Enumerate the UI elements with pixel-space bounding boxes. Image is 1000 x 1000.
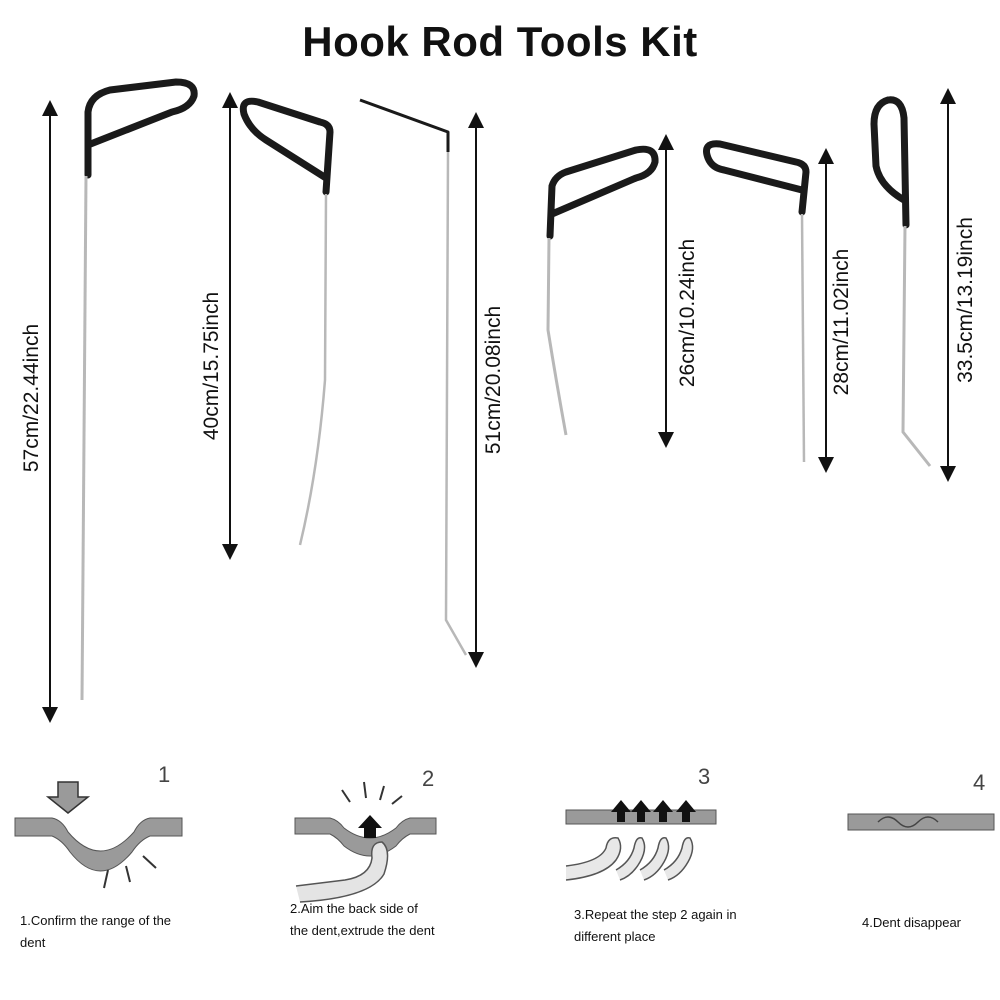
rod-shaft [298, 193, 328, 546]
step-3-caption: 3.Repeat the step 2 again in different p… [574, 904, 737, 948]
page-title: Hook Rod Tools Kit [302, 18, 698, 65]
rod-shaft [901, 225, 932, 467]
step-1-number: 1 [158, 762, 171, 787]
hook-rod-5 [703, 140, 834, 473]
rod-shaft [80, 175, 88, 701]
step-1-caption: 1.Confirm the range of the dent [20, 910, 171, 954]
hook-rod-2 [222, 92, 334, 560]
rod-handle-icon [546, 145, 659, 240]
caption-line: 1.Confirm the range of the [20, 913, 172, 928]
tool-5-dimension: 28cm/11.02inch [830, 248, 853, 396]
caption-line: 3.Repeat the step 2 again in [574, 907, 737, 922]
caption-line: different place [574, 929, 656, 944]
dent-panel [294, 817, 437, 857]
hook-rod-4 [546, 134, 674, 448]
tool-2-dimension: 40cm/15.75inch [200, 291, 223, 441]
rod-shaft [444, 151, 468, 656]
up-arrow-icon [676, 800, 696, 822]
step-4-illustration [847, 813, 995, 831]
down-arrow-icon [45, 781, 91, 814]
step-3-number: 3 [698, 764, 711, 789]
rod-handle-icon [359, 98, 450, 152]
rod-handle-icon [84, 78, 198, 179]
tool-4-dimension: 26cm/10.24inch [676, 238, 699, 388]
caption-line: dent [20, 935, 46, 950]
step-3-illustration [565, 800, 717, 881]
up-arrow-icon [653, 800, 673, 822]
step-1-illustration [14, 781, 183, 889]
caption-line: 2.Aim the back side of [290, 901, 418, 916]
tool-6-dimension: 33.5cm/13.19inch [954, 217, 977, 383]
step-2-caption: 2.Aim the back side of the dent,extrude … [290, 898, 435, 942]
caption-line: the dent,extrude the dent [290, 923, 435, 938]
tool-3-dimension: 51cm/20.08inch [482, 305, 505, 455]
caption-line: 4.Dent disappear [862, 915, 962, 930]
up-arrow-icon [358, 815, 382, 838]
hook-rod-6 [870, 88, 956, 482]
hook-tool-tip [295, 841, 389, 903]
up-arrow-icon [631, 800, 651, 822]
step-2-illustration [294, 781, 437, 903]
hook-rod-1 [42, 78, 198, 723]
rod-shaft [800, 213, 806, 463]
tool-1-dimension: 57cm/22.44inch [20, 323, 43, 473]
step-4-number: 4 [973, 770, 986, 795]
rod-handle-icon [703, 140, 810, 216]
hook-rod-3 [359, 98, 484, 668]
repaired-panel [847, 813, 995, 831]
rod-handle-icon [239, 97, 334, 196]
dent-panel [14, 817, 183, 872]
step-2-number: 2 [422, 766, 435, 791]
rod-handle-icon [870, 96, 910, 229]
step-4-caption: 4.Dent disappear [862, 912, 961, 934]
up-arrow-icon [611, 800, 631, 822]
rod-shaft [546, 237, 568, 436]
